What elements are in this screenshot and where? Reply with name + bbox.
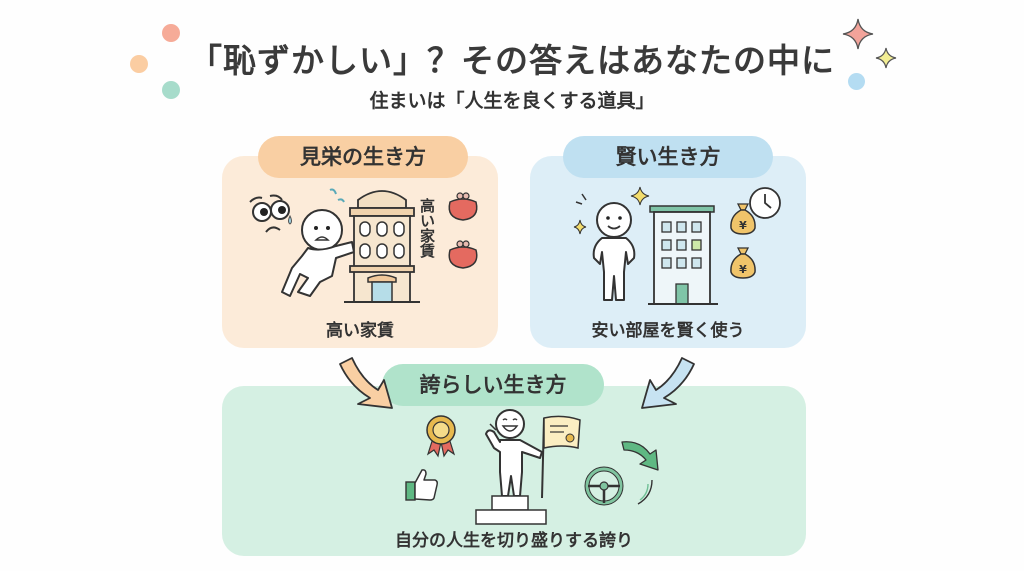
- money-bag-icon: ¥: [730, 203, 756, 235]
- svg-text:¥: ¥: [739, 219, 747, 232]
- building-sign-text: 高い家賃: [418, 198, 436, 258]
- certificate-flag-icon: [541, 415, 581, 499]
- orange-arrow-icon: [339, 357, 393, 409]
- blue-arrow-icon: [641, 357, 695, 409]
- proud-person-icon: [475, 409, 547, 525]
- steering-wheel-icon: [584, 466, 624, 506]
- wise-label-pill: 賢い生き方: [563, 136, 773, 178]
- mint-dot-icon: [162, 81, 180, 99]
- svg-text:¥: ¥: [739, 263, 747, 276]
- motion-lines-icon: [637, 479, 653, 505]
- vanity-caption: 高い家賃: [326, 321, 394, 341]
- yellow-sparkle-icon: [875, 47, 897, 69]
- proud-caption: 自分の人生を切り盛りする誇り: [395, 531, 633, 551]
- worried-eyes-icon: [249, 194, 292, 233]
- confident-person-icon: [573, 193, 636, 301]
- vanity-label-pill: 見栄の生き方: [258, 136, 468, 178]
- blue-dot-icon: [848, 73, 865, 90]
- thumbs-up-icon: [405, 469, 438, 501]
- green-curved-arrow-icon: [621, 441, 659, 471]
- peach-dot-icon: [130, 55, 148, 73]
- clock-icon: [749, 187, 781, 219]
- luxury-building-icon: [344, 190, 420, 303]
- purse-icon: [448, 240, 478, 269]
- purse-icon: [448, 192, 478, 221]
- salmon-dot-icon: [162, 24, 180, 42]
- proud-label-pill: 誇らしい生き方: [382, 364, 604, 406]
- medal-icon: [426, 415, 456, 458]
- page-subtitle: 住まいは「人生を良くする道具」: [369, 90, 655, 112]
- pushing-person-icon: [281, 188, 355, 297]
- pink-sparkle-icon: [842, 18, 874, 50]
- wise-sparkle-icon: [630, 186, 650, 206]
- wise-caption: 安い部屋を賢く使う: [591, 321, 745, 341]
- apartment-building-icon: [648, 205, 718, 305]
- page-title: 「恥ずかしい」？その答えはあなたの中に: [189, 41, 835, 80]
- money-bag-icon: ¥: [730, 247, 756, 279]
